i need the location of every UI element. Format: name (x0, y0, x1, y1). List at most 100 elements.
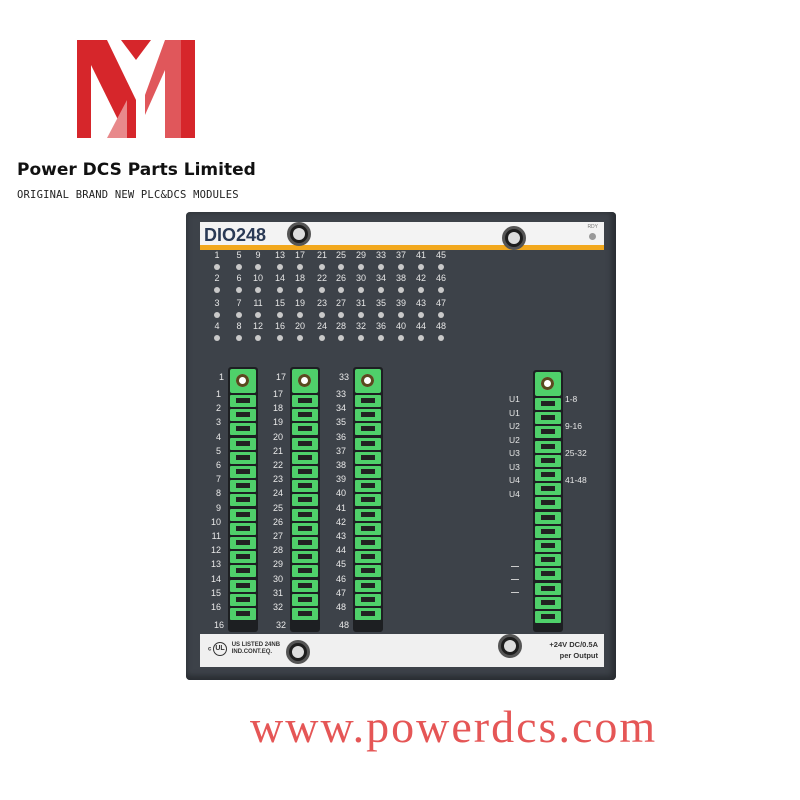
terminal-block[interactable] (353, 367, 383, 632)
company-logo (77, 40, 195, 138)
status-led (338, 264, 344, 270)
terminal-block[interactable] (228, 367, 258, 632)
terminal-pin-label: 17 (272, 389, 283, 399)
led-label: 48 (435, 321, 446, 331)
terminal-pin (292, 537, 318, 549)
led-label: 23 (316, 298, 327, 308)
terminal-pin-label: 21 (272, 445, 283, 456)
terminal-bottom-label: 16 (213, 620, 224, 630)
terminal-pin (355, 423, 381, 436)
terminal-pin-label: 12 (210, 545, 221, 556)
terminal-pin-label: 29 (272, 559, 283, 570)
led-label: 1 (214, 250, 220, 260)
terminal-pin-label: 44 (335, 545, 346, 556)
led-label: 32 (355, 321, 366, 331)
status-led (214, 335, 220, 341)
status-led (277, 287, 283, 293)
led-label: 7 (236, 298, 242, 308)
terminal-pin-label: 23 (272, 474, 283, 485)
terminal-top-label: 17 (275, 372, 286, 382)
terminal-pin (355, 537, 381, 549)
terminal-pin (230, 409, 256, 422)
led-label: 3 (214, 298, 220, 308)
power-terminal-block[interactable] (533, 370, 563, 632)
separator-mark (511, 579, 519, 580)
status-led (236, 287, 242, 293)
terminal-pin-label: 37 (335, 445, 346, 456)
terminal-pin-label: 30 (272, 573, 283, 584)
terminal-pin-label: 1 (215, 389, 221, 399)
terminal-pin (292, 480, 318, 493)
top-label-strip: DIO248 RDY (200, 222, 604, 250)
terminal-pin (535, 611, 561, 623)
terminal-screw-cap (292, 369, 318, 393)
status-led (378, 335, 384, 341)
terminal-pin-label: 8 (215, 488, 221, 499)
status-led (338, 287, 344, 293)
terminal-pin (230, 466, 256, 478)
terminal-screw-cap (535, 372, 561, 396)
led-label: 40 (395, 321, 406, 331)
status-led (418, 287, 424, 293)
terminal-pin (535, 540, 561, 552)
terminal-pin (292, 551, 318, 564)
terminal-pin (292, 437, 318, 450)
terminal-pin (355, 466, 381, 478)
led-label: 45 (435, 250, 446, 260)
cert-prefix: c (208, 646, 212, 653)
status-led (358, 264, 364, 270)
screw-icon (502, 226, 526, 250)
led-label: 47 (435, 298, 446, 308)
led-label: 15 (274, 298, 285, 308)
company-tagline: ORIGINAL BRAND NEW PLC&DCS MODULES (17, 189, 239, 201)
power-supply-label: U1 (509, 407, 520, 418)
status-led (378, 312, 384, 318)
terminal-bottom-label: 32 (275, 620, 286, 630)
terminal-pin-label: 27 (272, 531, 283, 541)
status-led (297, 287, 303, 293)
terminal-pin-label: 36 (335, 431, 346, 442)
led-label: 6 (236, 273, 242, 283)
terminal-pin-label: 4 (215, 431, 221, 442)
watermark: www.powerdcs.com (250, 701, 658, 752)
terminal-pin (355, 480, 381, 493)
screw-icon (498, 634, 522, 658)
power-supply-label: U4 (509, 475, 520, 485)
terminal-pin-label: 38 (335, 460, 346, 470)
status-led (297, 312, 303, 318)
status-led (378, 287, 384, 293)
status-led (255, 312, 261, 318)
terminal-pin (230, 565, 256, 578)
led-label: 14 (274, 273, 285, 283)
terminal-pin (355, 593, 381, 606)
terminal-pin (230, 608, 256, 620)
status-led (277, 335, 283, 341)
led-label: 39 (395, 298, 406, 308)
led-label: 29 (355, 250, 366, 260)
led-label: 34 (375, 273, 386, 283)
separator-mark (511, 592, 519, 593)
terminal-pin (230, 551, 256, 564)
led-label: 17 (294, 250, 305, 260)
separator-mark (511, 566, 519, 567)
terminal-pin (355, 451, 381, 464)
led-label: 31 (355, 298, 366, 308)
terminal-pin (535, 582, 561, 595)
terminal-pin (535, 497, 561, 510)
terminal-pin-label: 20 (272, 431, 283, 442)
led-label: 24 (316, 321, 327, 331)
status-led (438, 287, 444, 293)
power-rating: +24V DC/0.5A per Output (549, 639, 598, 661)
terminal-bottom-label: 48 (338, 620, 349, 630)
terminal-pin-label: 31 (272, 587, 283, 598)
led-label: 2 (214, 273, 220, 283)
status-led (438, 335, 444, 341)
status-led (418, 335, 424, 341)
terminal-block[interactable] (290, 367, 320, 632)
led-label: 36 (375, 321, 386, 331)
terminal-pin (230, 593, 256, 606)
terminal-pin (355, 395, 381, 407)
status-led (378, 264, 384, 270)
terminal-pin (292, 395, 318, 407)
led-label: 19 (294, 298, 305, 308)
